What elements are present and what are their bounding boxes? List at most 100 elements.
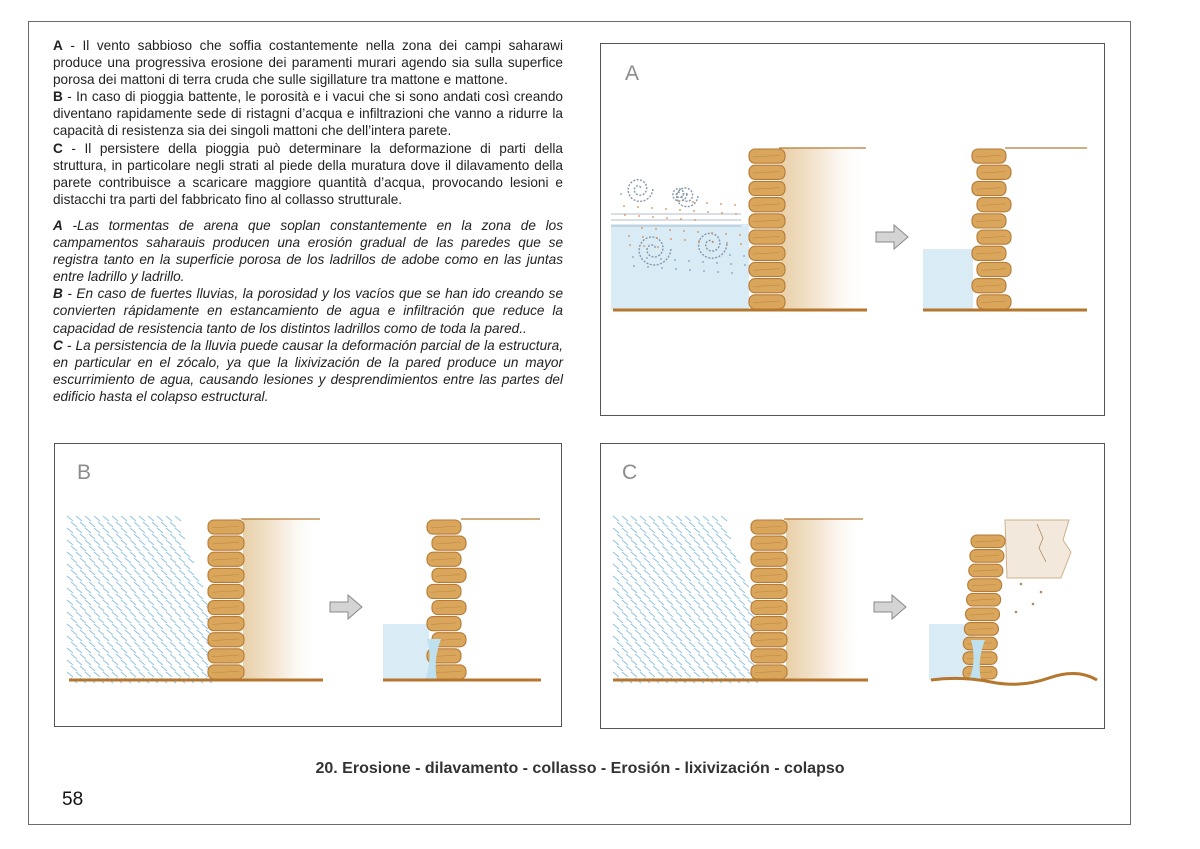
rain-streak bbox=[88, 641, 96, 648]
rain-streak bbox=[720, 551, 728, 558]
rain-streak bbox=[106, 521, 114, 528]
rain-streak bbox=[648, 635, 656, 642]
rain-streak bbox=[616, 533, 624, 540]
rain-streak bbox=[165, 539, 173, 546]
rain-streak bbox=[111, 563, 119, 570]
rain-streak bbox=[688, 629, 696, 636]
rain-streak bbox=[115, 545, 123, 552]
rain-streak bbox=[102, 623, 110, 630]
rain-streak bbox=[625, 545, 633, 552]
rain-streak bbox=[706, 641, 714, 648]
rain-streak bbox=[634, 557, 642, 564]
rain-streak bbox=[639, 551, 647, 558]
rain-streak bbox=[715, 533, 723, 540]
rain-streak bbox=[657, 575, 665, 582]
rain-streak bbox=[630, 611, 638, 618]
rain-streak bbox=[84, 599, 92, 606]
sand-particle bbox=[702, 261, 704, 263]
rain-streak bbox=[169, 593, 177, 600]
rain-streak bbox=[124, 581, 132, 588]
rain-streak bbox=[138, 527, 146, 534]
rain-streak bbox=[733, 653, 741, 660]
rain-streak bbox=[187, 665, 195, 672]
rain-streak bbox=[111, 575, 119, 582]
rain-streak bbox=[187, 581, 195, 588]
rain-streak bbox=[79, 641, 87, 648]
rain-streak bbox=[684, 647, 692, 654]
rain-streak bbox=[670, 641, 678, 648]
rain-streak bbox=[706, 569, 714, 576]
rain-streak bbox=[183, 551, 191, 558]
rain-streak bbox=[174, 659, 182, 666]
rain-streak bbox=[183, 599, 191, 606]
brick-texture bbox=[754, 590, 783, 593]
rain-streak bbox=[133, 593, 141, 600]
rain-streak bbox=[661, 653, 669, 660]
rain-streak bbox=[684, 551, 692, 558]
rain-streak bbox=[129, 515, 137, 522]
rain-streak bbox=[106, 653, 114, 660]
rain-streak bbox=[661, 617, 669, 624]
rain-streak bbox=[724, 605, 732, 612]
sand-particle bbox=[661, 267, 663, 269]
illustration-b bbox=[66, 515, 541, 684]
rain-streak bbox=[612, 515, 620, 522]
rain-streak bbox=[625, 533, 633, 540]
rain-streak bbox=[151, 545, 159, 552]
rain-streak bbox=[724, 557, 732, 564]
wall-shading bbox=[781, 148, 867, 310]
rain-streak bbox=[733, 557, 741, 564]
rain-streak bbox=[711, 611, 719, 618]
rain-streak bbox=[106, 581, 114, 588]
rain-streak bbox=[151, 593, 159, 600]
rain-streak bbox=[634, 605, 642, 612]
arrow-icon bbox=[875, 223, 909, 251]
rain-streak bbox=[733, 605, 741, 612]
rain-streak bbox=[106, 569, 114, 576]
rain-streak bbox=[124, 665, 132, 672]
rain-streak bbox=[634, 545, 642, 552]
text-es-a: -Las tormentas de arena que soplan const… bbox=[53, 217, 563, 285]
rain-streak bbox=[79, 569, 87, 576]
illustration-a bbox=[611, 147, 1087, 312]
rain-streak bbox=[688, 665, 696, 672]
rain-streak bbox=[160, 617, 168, 624]
sand-particle bbox=[633, 265, 635, 267]
label-es-b: B bbox=[53, 286, 63, 302]
rain-streak bbox=[174, 671, 182, 678]
rain-streak bbox=[697, 521, 705, 528]
rain-streak bbox=[174, 563, 182, 570]
rain-streak bbox=[79, 593, 87, 600]
rain-streak bbox=[165, 575, 173, 582]
paragraph-it-b: B - In caso di pioggia battente, le poro… bbox=[53, 88, 563, 139]
rain-streak bbox=[187, 557, 195, 564]
rain-streak bbox=[657, 671, 665, 678]
brick-texture bbox=[430, 590, 457, 593]
sand-particle bbox=[703, 270, 705, 272]
rain-streak bbox=[84, 563, 92, 570]
rain-streak bbox=[75, 623, 83, 630]
rain-streak bbox=[630, 575, 638, 582]
illustration-c bbox=[612, 515, 1098, 686]
sand-particle bbox=[669, 229, 671, 231]
rain-streak bbox=[706, 617, 714, 624]
arrow-icon bbox=[873, 593, 907, 621]
rain-streak bbox=[165, 635, 173, 642]
panel-b-label: B bbox=[77, 461, 92, 484]
rain-streak bbox=[666, 563, 674, 570]
rain-streak bbox=[183, 671, 191, 678]
rain-streak bbox=[151, 653, 159, 660]
brick-texture bbox=[975, 187, 1002, 190]
rain-streak bbox=[711, 539, 719, 546]
rain-streak bbox=[738, 671, 746, 678]
rain-streak bbox=[151, 641, 159, 648]
rain-streak bbox=[160, 533, 168, 540]
rain-streak bbox=[174, 647, 182, 654]
paragraph-es-a: A -Las tormentas de arena que soplan con… bbox=[53, 217, 563, 285]
water-area bbox=[923, 249, 973, 310]
rain-streak bbox=[142, 557, 150, 564]
rain-streak bbox=[88, 557, 96, 564]
rain-streak bbox=[156, 623, 164, 630]
sand-particle bbox=[698, 240, 700, 242]
rain-streak bbox=[183, 575, 191, 582]
